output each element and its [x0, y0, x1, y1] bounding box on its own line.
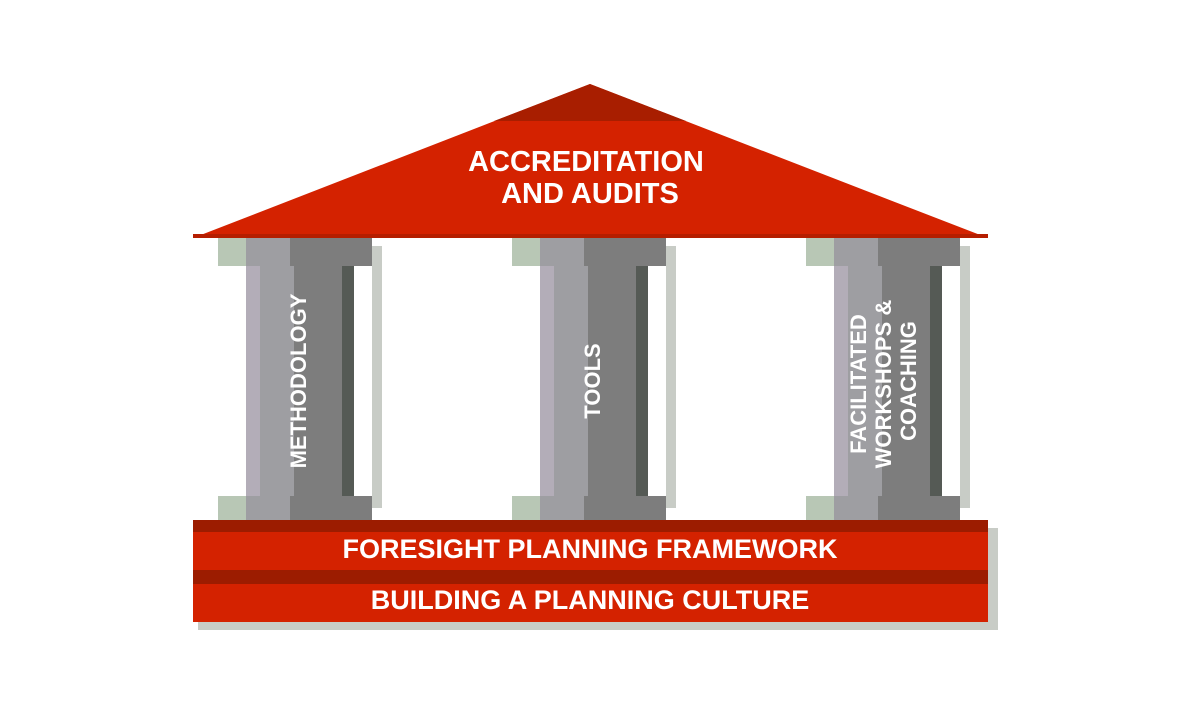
- pillar-tools: [512, 238, 666, 522]
- roof-label-line-2: AND AUDITS: [501, 178, 679, 210]
- pillar-label-facilitated-line-1: FACILITATED: [846, 314, 871, 454]
- roof-label: ACCREDITATION AND AUDITS: [468, 146, 712, 210]
- roof-top-shade: [494, 84, 686, 121]
- base-label-culture: BUILDING A PLANNING CULTURE: [371, 585, 809, 615]
- base: [193, 520, 988, 622]
- pillar-label-facilitated: FACILITATED WORKSHOPS & COACHING: [846, 294, 921, 469]
- pillar-label-facilitated-line-3: COACHING: [896, 321, 921, 441]
- pillar-facilitated-workshops: [806, 238, 960, 522]
- pillar-label-facilitated-line-2: WORKSHOPS &: [871, 300, 896, 469]
- roof-label-line-1: ACCREDITATION: [468, 146, 704, 178]
- pillar-label-tools: TOOLS: [580, 343, 605, 418]
- roof-triangle: [193, 84, 988, 238]
- roof: [193, 84, 988, 238]
- pillar-methodology: [218, 238, 372, 522]
- pillar-label-methodology: METHODOLOGY: [286, 293, 311, 468]
- base-label-framework: FORESIGHT PLANNING FRAMEWORK: [343, 534, 838, 564]
- roof-eave: [193, 234, 988, 238]
